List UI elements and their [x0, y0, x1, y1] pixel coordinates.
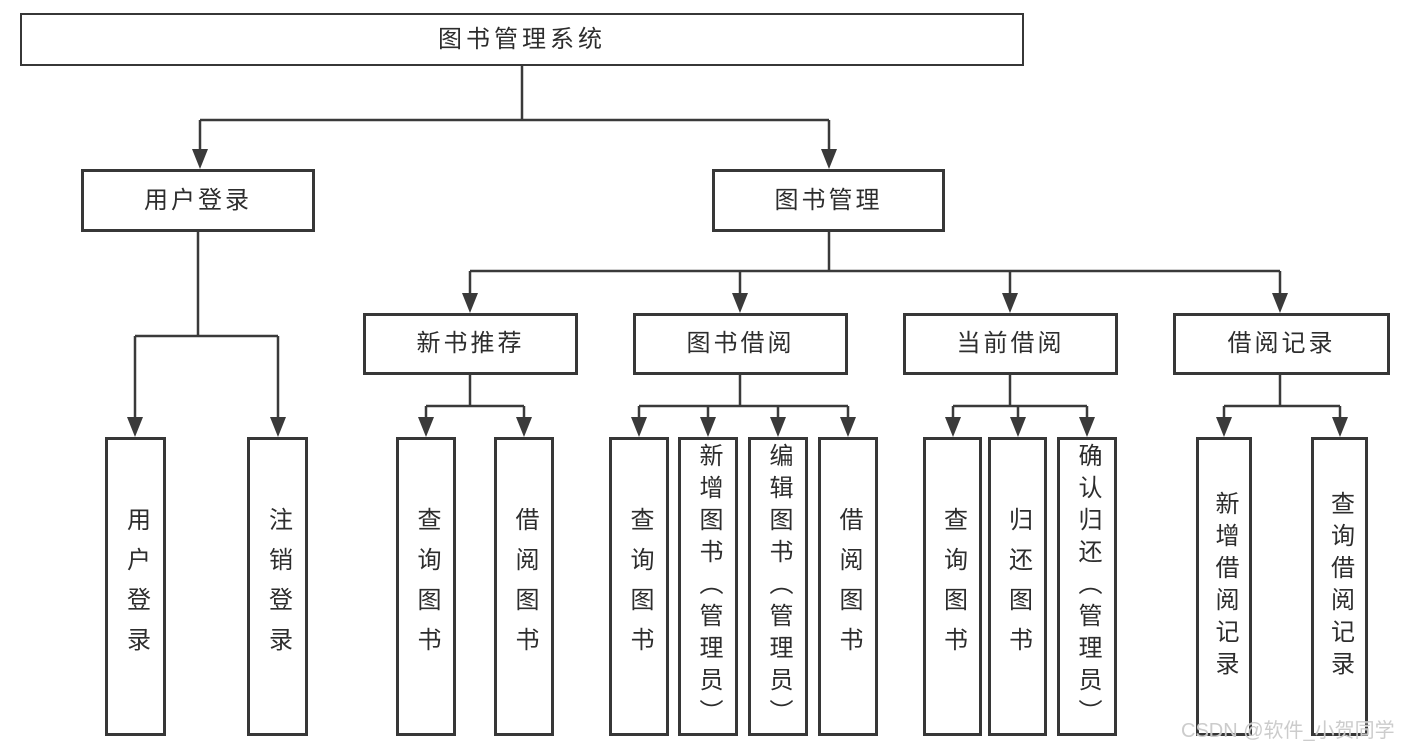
leaf-current-confirm-admin-label: 确认归还（管理员） [1074, 442, 1101, 731]
leaf-record-query: 查询借阅记录 [1311, 437, 1368, 736]
node-user-login-label: 用户登录 [144, 186, 252, 214]
leaf-newbook-query: 查询图书 [396, 437, 456, 736]
leaf-current-return: 归还图书 [988, 437, 1047, 736]
leaf-record-add-label: 新增借阅记录 [1211, 490, 1238, 683]
node-borrow-record-label: 借阅记录 [1227, 330, 1336, 357]
leaf-newbook-borrow: 借阅图书 [494, 437, 554, 736]
node-borrow-record: 借阅记录 [1173, 313, 1390, 375]
node-book-management-label: 图书管理 [774, 186, 883, 214]
leaf-borrow-query: 查询图书 [609, 437, 669, 736]
connector-strokes [133, 66, 1342, 420]
node-root-label: 图书管理系统 [438, 25, 606, 53]
node-new-book-recommend-label: 新书推荐 [416, 330, 525, 357]
arrow-heads [127, 149, 1348, 437]
leaf-borrow-add-admin-label: 新增图书（管理员） [695, 442, 722, 731]
leaf-borrow-query-label: 查询图书 [626, 506, 653, 667]
leaf-borrow-add-admin: 新增图书（管理员） [678, 437, 738, 736]
leaf-newbook-query-label: 查询图书 [413, 506, 440, 667]
node-new-book-recommend: 新书推荐 [363, 313, 578, 375]
node-user-login: 用户登录 [81, 169, 315, 232]
leaf-current-query: 查询图书 [923, 437, 982, 736]
leaf-borrow-edit-admin: 编辑图书（管理员） [748, 437, 808, 736]
leaf-logout-label: 注销登录 [264, 506, 292, 667]
csdn-watermark: CSDN @软件_小贺同学 [1181, 720, 1395, 742]
leaf-logout: 注销登录 [247, 437, 308, 736]
leaf-newbook-borrow-label: 借阅图书 [511, 506, 538, 667]
leaf-record-query-label: 查询借阅记录 [1326, 490, 1354, 683]
leaf-borrow-edit-admin-label: 编辑图书（管理员） [765, 442, 792, 731]
leaf-current-return-label: 归还图书 [1004, 506, 1032, 667]
leaf-record-add: 新增借阅记录 [1196, 437, 1252, 736]
leaf-current-query-label: 查询图书 [939, 506, 967, 667]
leaf-user-login: 用户登录 [105, 437, 166, 736]
leaf-borrow-book-label: 借阅图书 [835, 506, 862, 667]
node-book-borrow: 图书借阅 [633, 313, 848, 375]
node-book-management: 图书管理 [712, 169, 945, 232]
leaf-current-confirm-admin: 确认归还（管理员） [1057, 437, 1117, 736]
node-current-borrow: 当前借阅 [903, 313, 1118, 375]
leaf-user-login-label: 用户登录 [122, 506, 150, 667]
leaf-borrow-book: 借阅图书 [818, 437, 878, 736]
node-book-borrow-label: 图书借阅 [686, 330, 795, 357]
node-root-system: 图书管理系统 [20, 13, 1024, 66]
node-current-borrow-label: 当前借阅 [956, 330, 1065, 357]
